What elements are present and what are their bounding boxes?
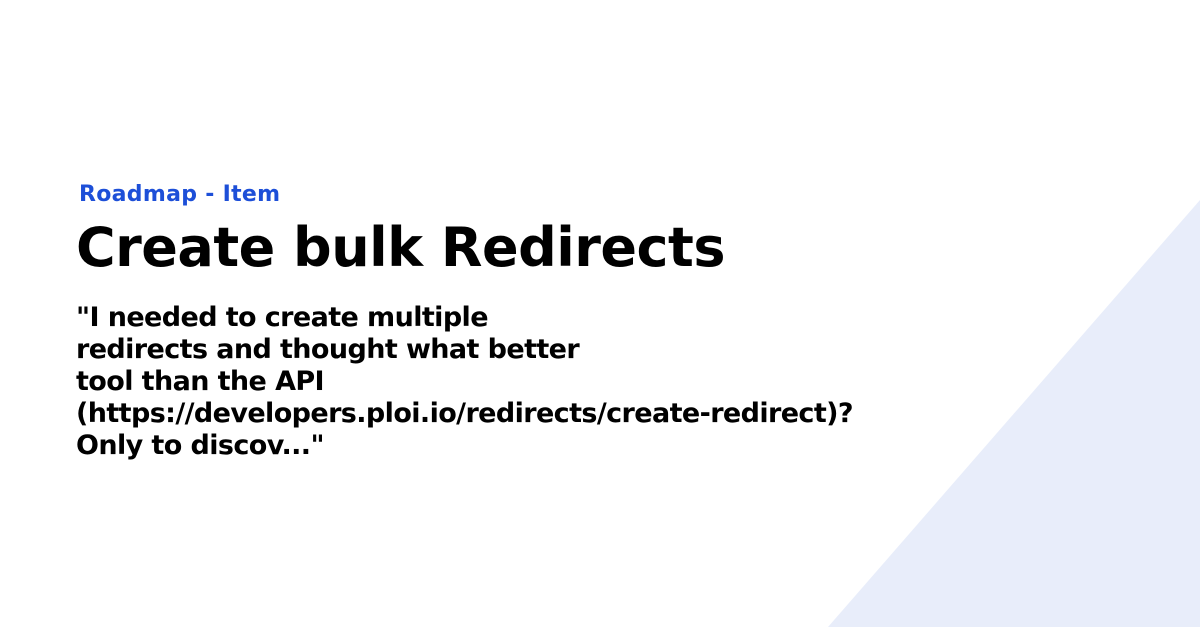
- excerpt-line: "I needed to create multiple: [76, 302, 489, 333]
- page-title: Create bulk Redirects: [76, 216, 725, 279]
- excerpt-line: (https://developers.ploi.io/redirects/cr…: [76, 398, 854, 429]
- card-content: Roadmap - Item Create bulk Redirects "I …: [76, 180, 976, 462]
- excerpt-line: Only to discov...": [76, 430, 325, 461]
- excerpt-line: redirects and thought what better: [76, 334, 580, 365]
- excerpt-line: tool than the API: [76, 366, 325, 397]
- eyebrow-label: Roadmap - Item: [79, 182, 281, 207]
- excerpt-quote: "I needed to create multiple redirects a…: [76, 302, 976, 462]
